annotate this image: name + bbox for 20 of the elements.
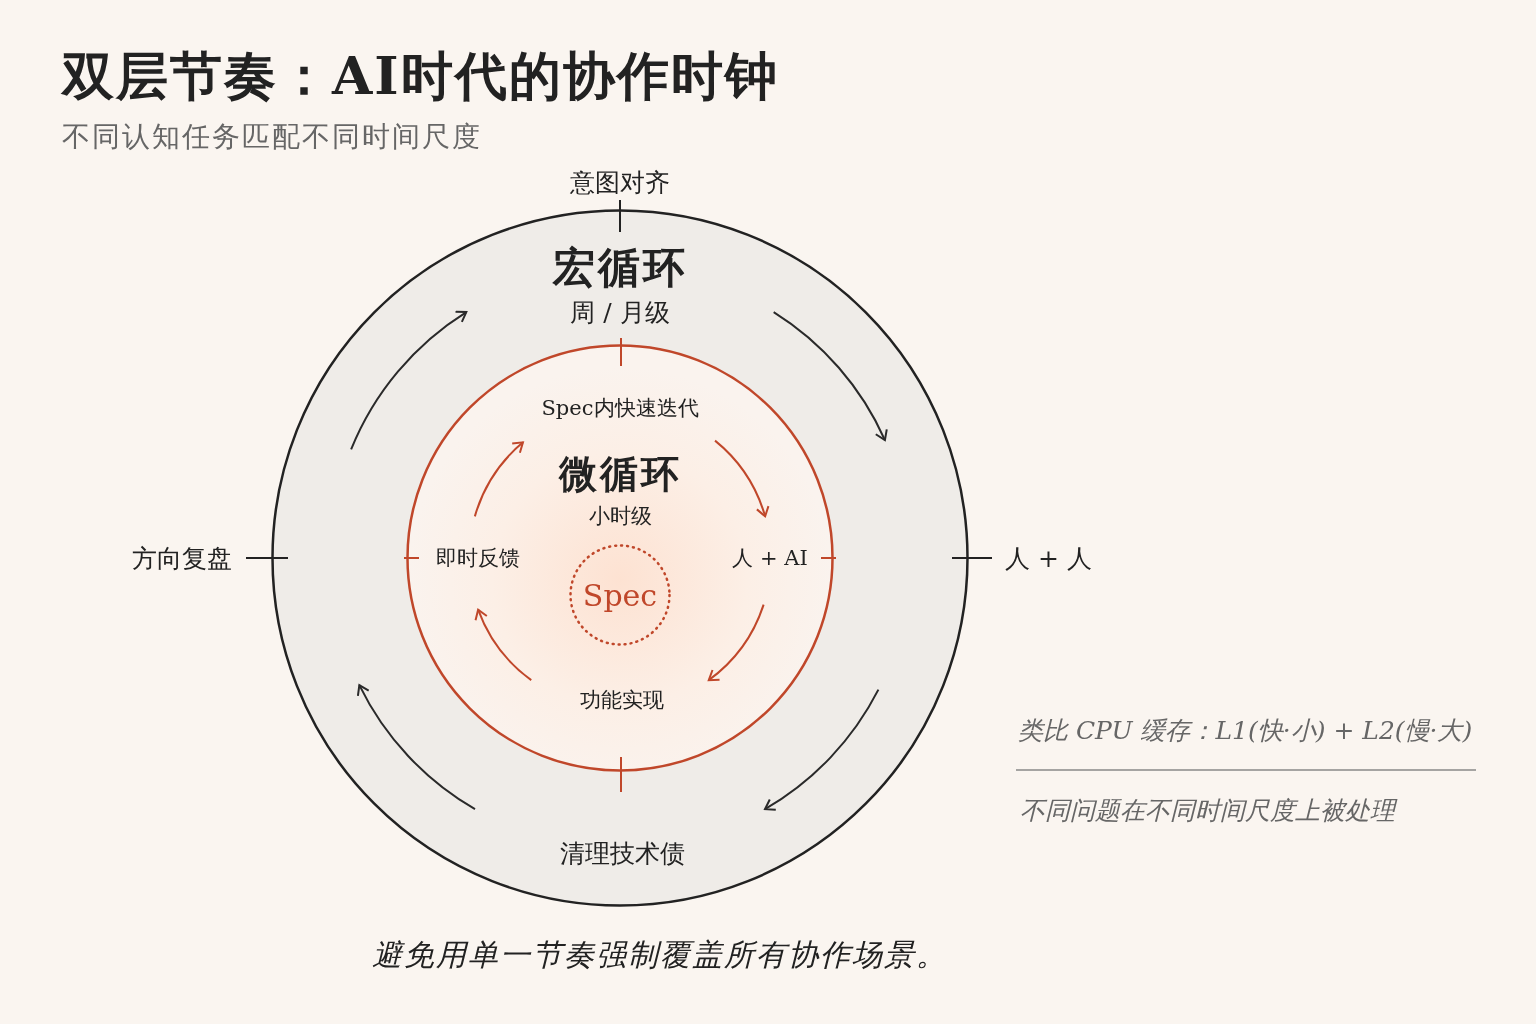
spec-label: Spec [582, 577, 658, 613]
inner-loop-circle [405, 343, 835, 773]
phase-label: Spec内快速迭代 [541, 395, 699, 422]
loop-title: 宏循环 [552, 242, 688, 294]
note-text: 类比 CPU 缓存：L1(快·小) + L2(慢·大) [1018, 714, 1473, 747]
phase-label: 清理技术债 [559, 837, 685, 870]
phase-label: 方向复盘 [132, 542, 232, 575]
phase-label: 人 + AI [732, 545, 808, 572]
loop-title: 微循环 [558, 449, 682, 498]
caption: 避免用单一节奏强制覆盖所有协作场景。 [372, 935, 948, 974]
title: 双层节奏：AI时代的协作时钟 [62, 44, 779, 108]
phase-label: 人 + 人 [1005, 542, 1092, 575]
loop-subtitle: 周 / 月级 [570, 296, 670, 329]
phase-label: 即时反馈 [436, 545, 520, 572]
outer-loop-circle [270, 208, 970, 908]
phase-label: 意图对齐 [570, 166, 670, 199]
loop-subtitle: 小时级 [588, 503, 652, 530]
spec-circle [568, 543, 672, 647]
phase-label: 功能实现 [580, 687, 664, 714]
subtitle: 不同认知任务匹配不同时间尺度 [62, 119, 482, 155]
